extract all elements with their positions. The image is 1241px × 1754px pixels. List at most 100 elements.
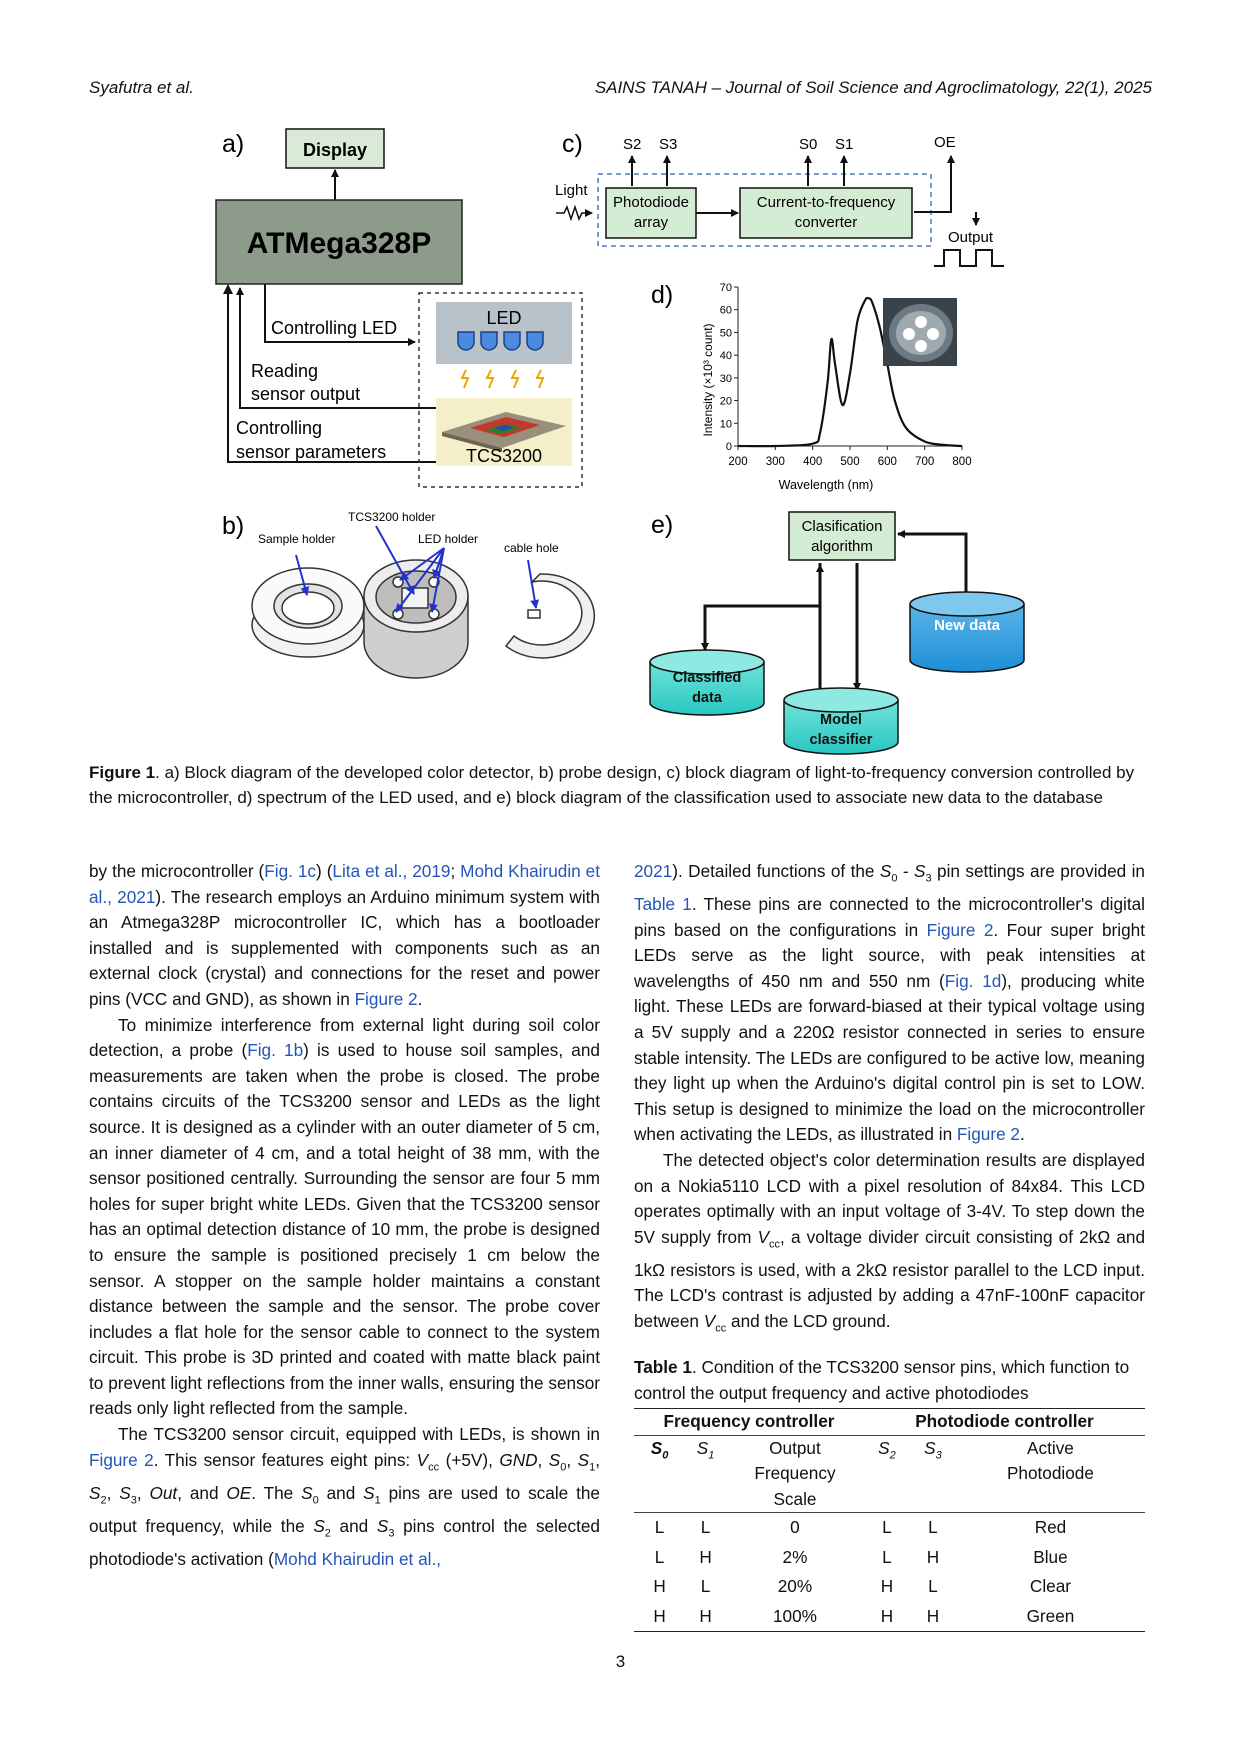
running-header-authors: Syafutra et al. bbox=[89, 78, 194, 97]
x-tick-label: 300 bbox=[766, 456, 785, 468]
model-label-1: Model bbox=[820, 712, 862, 728]
citation-link[interactable]: Table 1 bbox=[634, 894, 692, 915]
col-active-header: Active Photodiode bbox=[955, 1435, 1145, 1514]
citation-link[interactable]: 2021 bbox=[634, 861, 673, 881]
table-cell: L bbox=[654, 1546, 665, 1567]
figure-label: Figure 1 bbox=[89, 763, 156, 782]
text-run: by the microcontroller ( bbox=[89, 861, 265, 881]
table-cell: H bbox=[653, 1576, 666, 1597]
algorithm-block bbox=[788, 511, 896, 561]
spectrum-line bbox=[737, 296, 963, 448]
y-tick-label: 10 bbox=[720, 418, 732, 430]
x-tick-label: 200 bbox=[728, 456, 747, 468]
converter-label-2: converter bbox=[795, 214, 858, 231]
table-row: L H 2% L H Blue bbox=[634, 1543, 1145, 1573]
subscript: 1 bbox=[589, 1461, 596, 1474]
table-cell: H bbox=[863, 1601, 910, 1633]
led-label: LED bbox=[486, 308, 521, 328]
col-s0-header: S0 bbox=[634, 1435, 686, 1514]
ctrl-sensor-label-1: Controlling bbox=[236, 418, 322, 438]
figure-1: a) Display ATMega328P Controlling LED Re… bbox=[215, 128, 1025, 755]
text-run: , and bbox=[177, 1482, 227, 1503]
text-run: ) is used to house soil samples, and mea… bbox=[89, 1040, 600, 1419]
pin-s3: S3 bbox=[659, 136, 677, 153]
x-tick-label: 600 bbox=[878, 456, 897, 468]
col-output-header: Output Frequency Scale bbox=[725, 1435, 864, 1514]
y-tick-label: 30 bbox=[720, 373, 732, 385]
text-run: (+5V), bbox=[439, 1449, 500, 1470]
citation-link[interactable]: Figure 2 bbox=[926, 919, 994, 940]
photodiode-label-1: Photodiode bbox=[613, 194, 689, 211]
table-cell: 2% bbox=[782, 1546, 808, 1567]
text-run: and the LCD ground. bbox=[726, 1310, 891, 1331]
col-s2-header: S2 bbox=[863, 1435, 910, 1514]
probe-cover-drawing bbox=[504, 573, 596, 659]
citation-link[interactable]: Fig. 1c bbox=[264, 861, 317, 881]
text-run: ; bbox=[450, 861, 461, 881]
light-rays-icon bbox=[460, 369, 545, 389]
panel-c-tag: c) bbox=[562, 130, 583, 158]
algorithm-label-1: Clasification bbox=[802, 518, 883, 535]
text-run: pins control the selected photodiode's a… bbox=[89, 1515, 600, 1569]
led-photo bbox=[883, 298, 957, 366]
citation-link[interactable]: Lita et al., 2019 bbox=[332, 861, 451, 881]
subscript: 0 bbox=[560, 1461, 567, 1474]
panel-e: e) Clasification algorithm New data Clas… bbox=[649, 511, 1025, 755]
right-column: 2021). Detailed functions of the S0 - S3… bbox=[634, 859, 1145, 1633]
citation-link[interactable]: Fig. 1b bbox=[247, 1040, 304, 1061]
citation-link[interactable]: Mohd Khairudin et al., bbox=[273, 1548, 442, 1569]
citation-link[interactable]: Mohd Khairudin et al., 2021 bbox=[89, 861, 600, 907]
subscript: 0 bbox=[312, 1494, 319, 1507]
subscript: 3 bbox=[925, 872, 932, 885]
table-group-row: Frequency controller Photodiode controll… bbox=[634, 1408, 1145, 1436]
x-tick-label: 700 bbox=[915, 456, 934, 468]
probe-body-drawing bbox=[363, 559, 469, 679]
citation-link[interactable]: Figure 2 bbox=[956, 1124, 1020, 1145]
x-tick-label: 400 bbox=[803, 456, 822, 468]
paragraph: 2021). Detailed functions of the S0 - S3… bbox=[634, 859, 1145, 1148]
table-cell: L bbox=[654, 1517, 665, 1538]
mcu-label: ATMega328P bbox=[247, 227, 432, 260]
led-holder-label: LED holder bbox=[418, 532, 478, 546]
y-tick-label: 60 bbox=[720, 305, 732, 317]
pin-s2: S2 bbox=[623, 136, 641, 153]
table-cell: Red bbox=[1034, 1517, 1067, 1538]
subscript: 2 bbox=[324, 1527, 331, 1540]
table-cell: L bbox=[882, 1546, 892, 1567]
text-run: . These pins are connected to the microc… bbox=[634, 894, 1145, 940]
panel-e-tag: e) bbox=[651, 511, 673, 539]
citation-link[interactable]: Fig. 1d bbox=[944, 970, 1002, 991]
controlling-led-label: Controlling LED bbox=[271, 318, 397, 338]
group-frequency-header: Frequency controller bbox=[634, 1408, 864, 1436]
chart-ylabel: Intensity (×10³ count) bbox=[701, 323, 715, 436]
italic-symbol: Out bbox=[149, 1482, 178, 1503]
table-cell: L bbox=[928, 1576, 938, 1597]
classified-label-1: Classified bbox=[673, 670, 742, 686]
converter-block bbox=[739, 187, 913, 239]
paragraph: The TCS3200 sensor circuit, equipped wit… bbox=[89, 1422, 600, 1572]
subscript: 0 bbox=[891, 872, 898, 885]
x-tick-label: 800 bbox=[952, 456, 971, 468]
new-data-label: New data bbox=[934, 617, 1001, 634]
text-run: . The bbox=[251, 1482, 302, 1503]
output-label: Output bbox=[948, 229, 994, 246]
x-tick-label: 500 bbox=[840, 456, 859, 468]
panel-b-tag: b) bbox=[222, 512, 244, 540]
light-wave-icon bbox=[556, 204, 593, 222]
citation-link[interactable]: Figure 2 bbox=[89, 1449, 154, 1470]
model-classifier-cylinder: Model classifier bbox=[783, 687, 899, 755]
pin-s1: S1 bbox=[835, 136, 853, 153]
running-header-journal: SAINS TANAH – Journal of Soil Science an… bbox=[594, 78, 1152, 97]
table-cell: 100% bbox=[725, 1601, 864, 1633]
text-run: , bbox=[595, 1449, 600, 1470]
text-run: pins are used to scale the output freque… bbox=[89, 1482, 600, 1536]
pin-oe: OE bbox=[934, 134, 956, 151]
citation-link[interactable]: Figure 2 bbox=[354, 988, 418, 1009]
chip-dashed-box bbox=[597, 173, 932, 247]
italic-symbol: S bbox=[879, 861, 892, 881]
table-cell: L bbox=[700, 1517, 711, 1538]
photodiode-block bbox=[605, 187, 697, 239]
model-label-2: classifier bbox=[810, 732, 873, 748]
text-run: To minimize interference from external l… bbox=[89, 1014, 600, 1061]
